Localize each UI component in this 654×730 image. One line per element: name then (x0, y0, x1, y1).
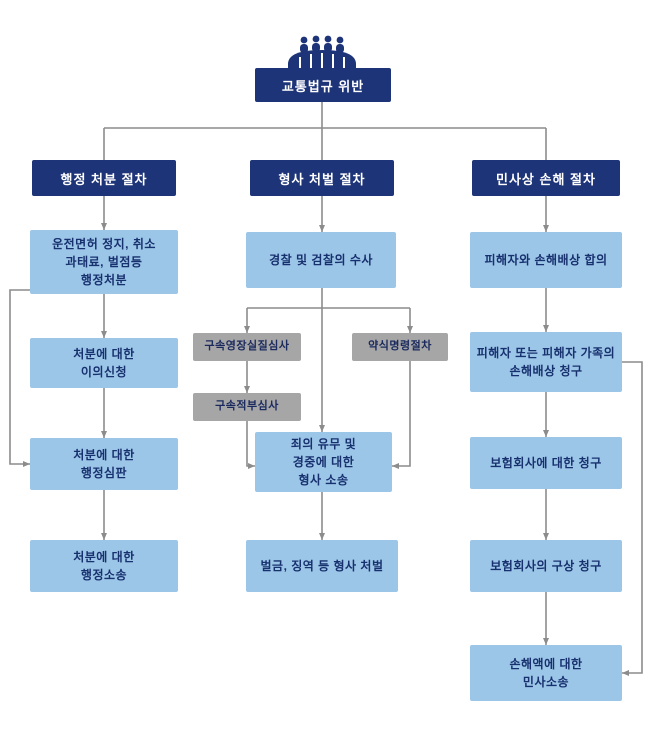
civil-step-2-claim: 피해자 또는 피해자 가족의 손해배상 청구 (470, 332, 622, 392)
admin-step-4-administrative-litigation: 처분에 대한 행정소송 (30, 540, 178, 592)
civil-step-1-settlement: 피해자와 손해배상 합의 (470, 232, 622, 288)
root-node-traffic-violation: 교통법규 위반 (255, 68, 391, 102)
criminal-step-3-punishment: 벌금, 징역 등 형사 처벌 (246, 540, 398, 592)
admin-step-2-objection: 처분에 대한 이의신청 (30, 338, 178, 388)
criminal-step-1-investigation: 경찰 및 검찰의 수사 (246, 232, 396, 288)
civil-procedure-header: 민사상 손해 절차 (472, 160, 620, 196)
criminal-warrant-review: 구속영장실질심사 (193, 333, 301, 361)
admin-step-3-administrative-appeal: 처분에 대한 행정심판 (30, 438, 178, 490)
criminal-detention-review: 구속적부심사 (193, 393, 301, 421)
admin-step-1-disposition: 운전면허 정지, 취소 과태료, 벌점등 행정처분 (30, 230, 178, 294)
criminal-procedure-header: 형사 처벌 절차 (250, 160, 394, 196)
criminal-summary-order: 약식명령절차 (352, 333, 448, 361)
people-dome-icon (280, 34, 364, 68)
admin-procedure-header: 행정 처분 절차 (32, 160, 176, 196)
criminal-step-2-trial: 죄의 유무 및 경중에 대한 형사 소송 (255, 432, 392, 492)
civil-step-3-insurance-claim: 보험회사에 대한 청구 (470, 437, 622, 489)
civil-step-5-lawsuit: 손해액에 대한 민사소송 (470, 645, 622, 701)
civil-step-4-subrogation: 보험회사의 구상 청구 (470, 540, 622, 592)
